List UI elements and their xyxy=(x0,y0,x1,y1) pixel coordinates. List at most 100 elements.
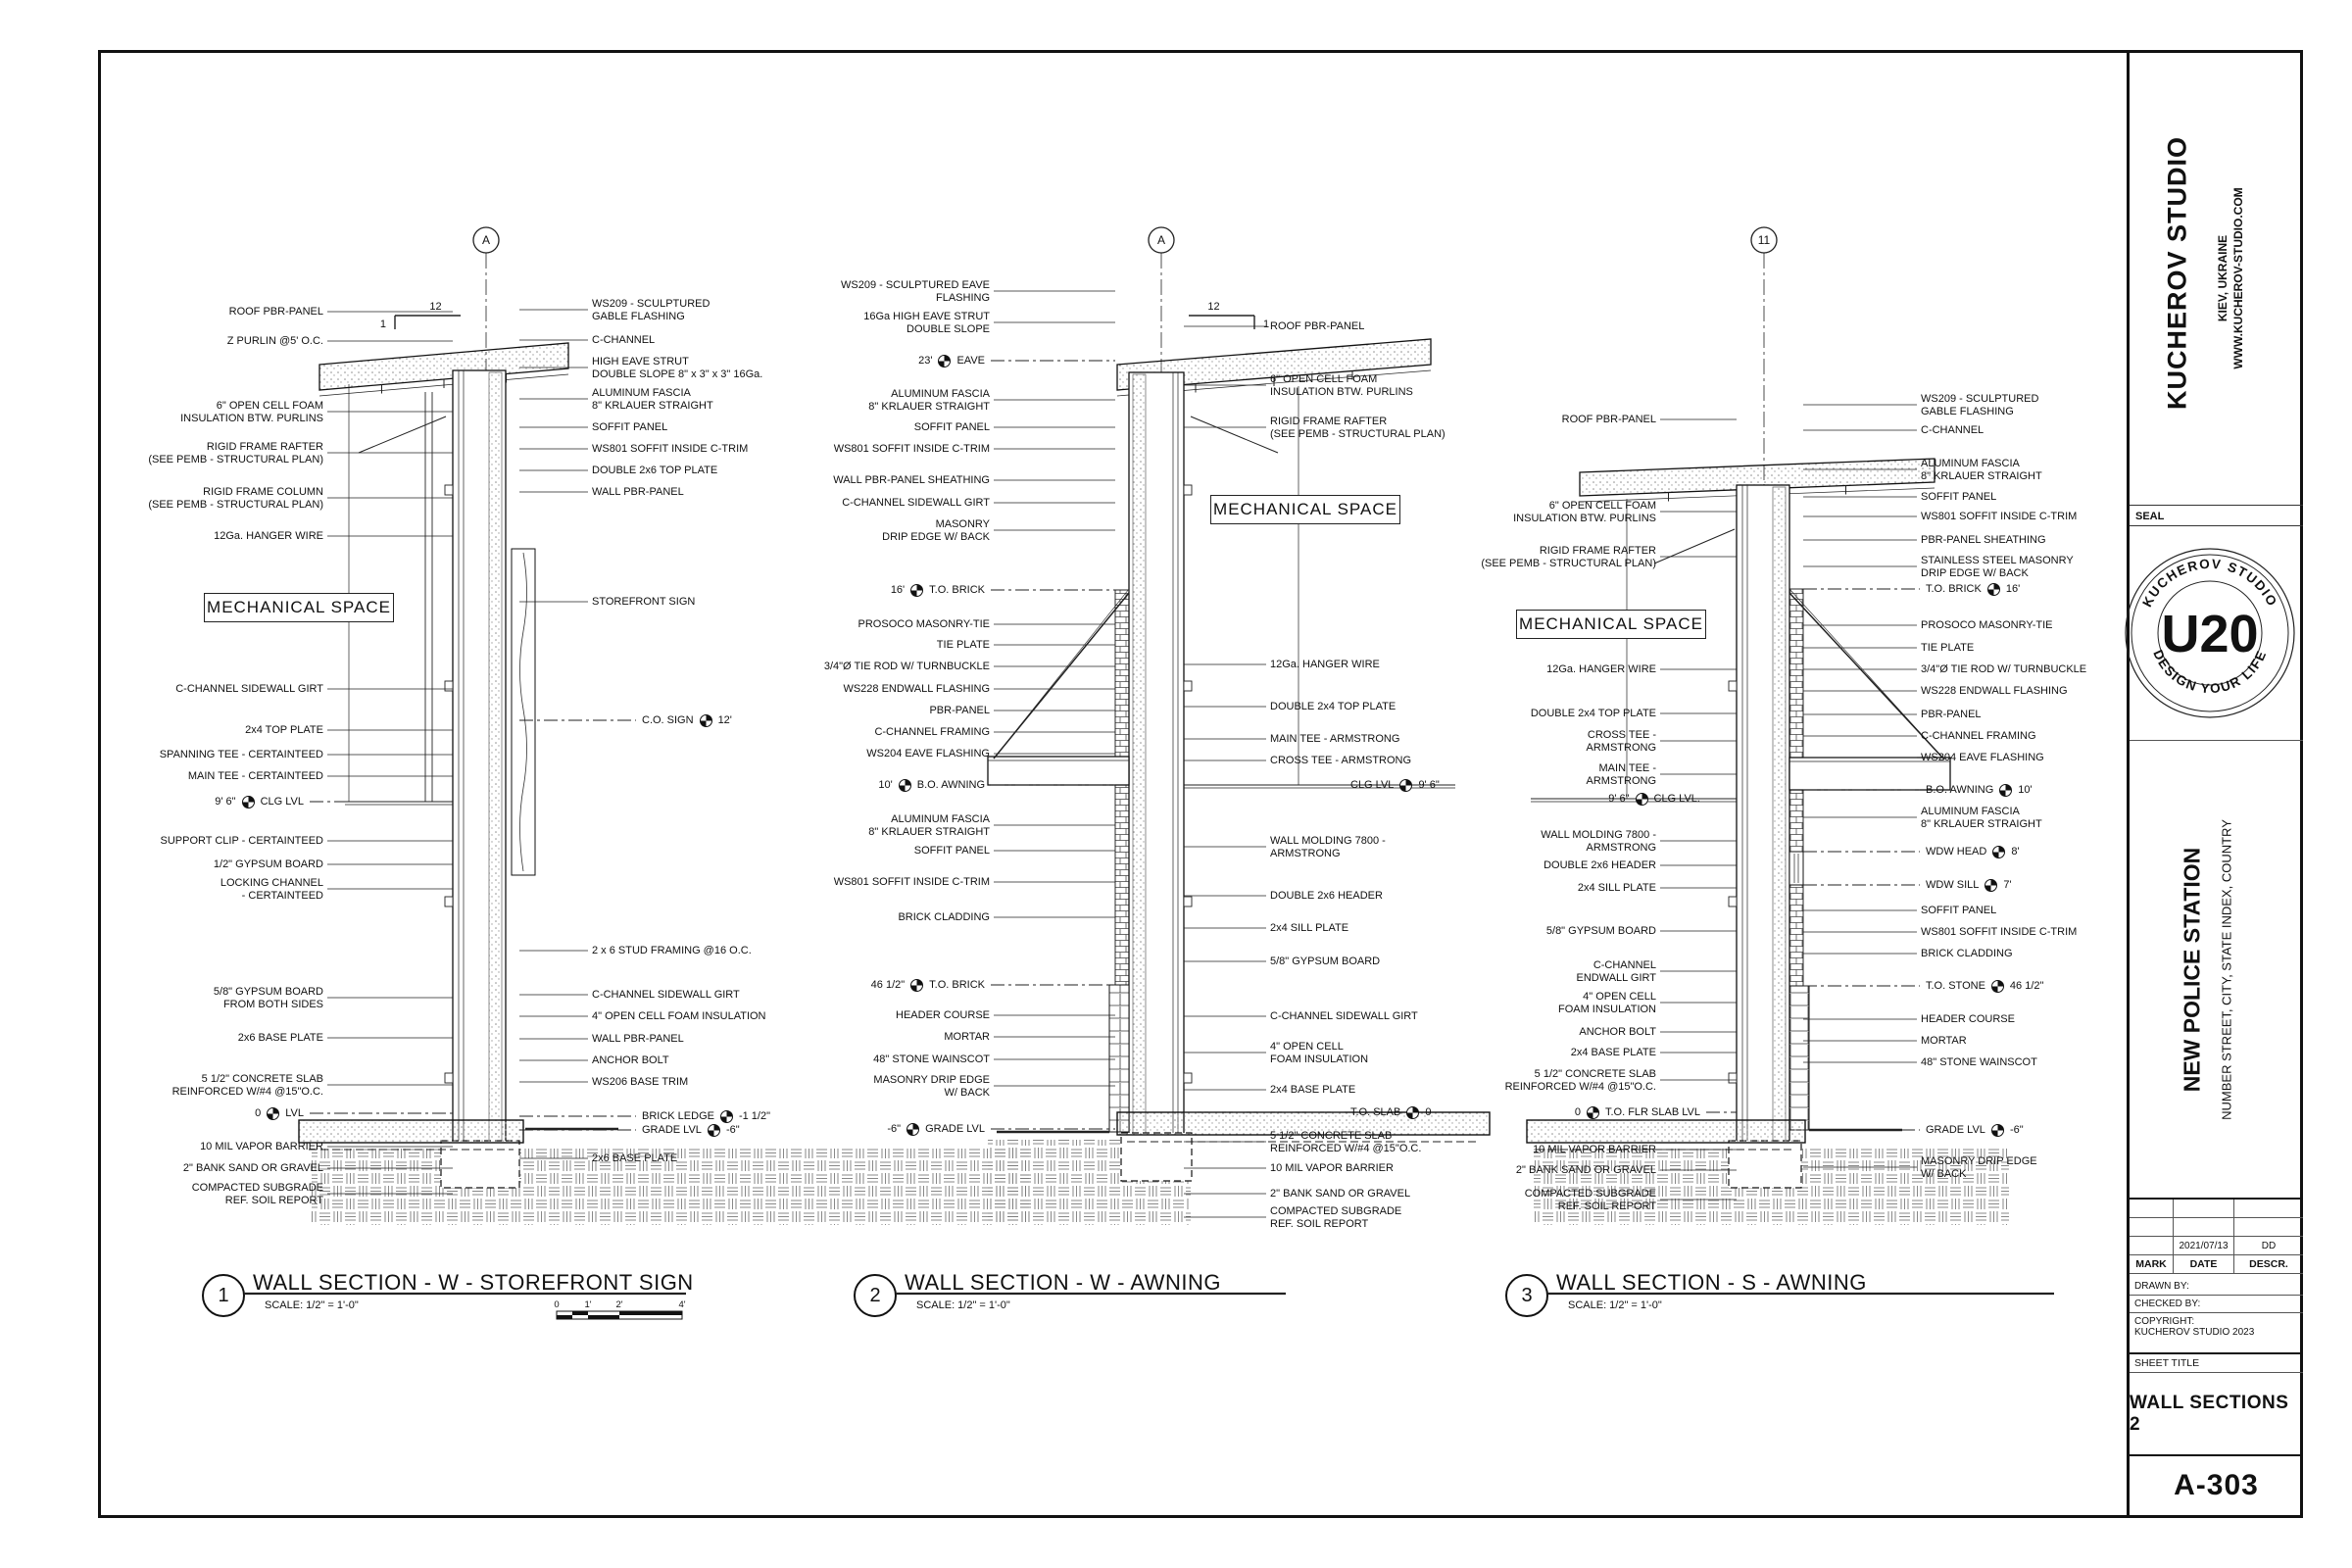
callout-line: DOUBLE 2x4 TOP PLATE xyxy=(1530,708,1656,719)
callout-line: FOAM INSULATION xyxy=(1270,1053,1369,1065)
callout-line: 6" OPEN CELL FOAM xyxy=(216,400,323,412)
level-value: 9' 6" xyxy=(215,796,236,808)
callout-label: 2x4 BASE PLATE xyxy=(1270,1084,1564,1097)
sheet-number: A-303 xyxy=(2174,1469,2259,1501)
callout-label: 10 MIL VAPOR BARRIER xyxy=(29,1141,323,1153)
callout-line: 2x4 TOP PLATE xyxy=(245,724,323,736)
callout-label: WS228 ENDWALL FLASHING xyxy=(1921,685,2215,698)
svg-text:2': 2' xyxy=(615,1299,622,1310)
callout-label: TIE PLATE xyxy=(696,639,990,652)
callout-line: 10 MIL VAPOR BARRIER xyxy=(1533,1144,1656,1155)
callout-label: 2x6 BASE PLATE xyxy=(592,1152,886,1165)
callout-line: C-CHANNEL xyxy=(592,334,656,346)
callout-label: C-CHANNEL SIDEWALL GIRT xyxy=(696,497,990,510)
callout-line: GABLE FLASHING xyxy=(1921,405,2014,417)
sheet-title-label: SHEET TITLE xyxy=(2130,1354,2303,1373)
callout-line: 8" KRLAUER STRAIGHT xyxy=(1921,469,2042,482)
callout-line: C-CHANNEL SIDEWALL GIRT xyxy=(592,989,740,1001)
callout-label: RIGID FRAME COLUMN(SEE PEMB - STRUCTURAL… xyxy=(29,486,323,511)
svg-text:1': 1' xyxy=(584,1299,591,1310)
callout-line: 2" BANK SAND OR GRAVEL xyxy=(1270,1188,1411,1200)
section-number: 2 xyxy=(869,1285,881,1306)
rev-cell xyxy=(2174,1200,2234,1218)
rev-date: 2021/07/13 xyxy=(2174,1237,2234,1255)
rev-header-date: DATE xyxy=(2174,1255,2234,1274)
callout-label: 2x4 TOP PLATE xyxy=(29,724,323,737)
callout-label: PBR-PANEL xyxy=(1921,709,2215,721)
level-name: T.O. SLAB xyxy=(1350,1106,1401,1118)
callout-label: MORTAR xyxy=(696,1031,990,1044)
callout-label: ROOF PBR-PANEL xyxy=(1362,414,1656,426)
callout-line: WS228 ENDWALL FLASHING xyxy=(1921,685,2068,697)
callout-line: PBR-PANEL xyxy=(1921,709,1982,720)
callout-line: INSULATION BTW. PURLINS xyxy=(180,412,323,424)
copyright-owner: KUCHEROV STUDIO 2023 xyxy=(2134,1327,2255,1338)
callout-line: C-CHANNEL SIDEWALL GIRT xyxy=(842,497,990,509)
rev-header-descr: DESCR. xyxy=(2234,1255,2303,1274)
callout-label: ROOF PBR-PANEL xyxy=(1270,320,1564,333)
callout-line: MASONRY DRIP EDGE xyxy=(873,1074,990,1086)
callout-line: WS204 EAVE FLASHING xyxy=(1921,752,2044,763)
callout-label: HEADER COURSE xyxy=(696,1009,990,1022)
rev-descr: DD xyxy=(2234,1237,2303,1255)
level-value: -1 1/2" xyxy=(738,1110,771,1122)
callout-line: STOREFRONT SIGN xyxy=(592,596,696,608)
level-name: CLG LVL. xyxy=(1653,793,1701,805)
callout-line: RIGID FRAME COLUMN xyxy=(203,486,323,498)
callout-line: ANCHOR BOLT xyxy=(592,1054,669,1066)
level-marker-icon xyxy=(938,354,952,368)
callout-line: DRIP EDGE W/ BACK xyxy=(1921,566,2029,579)
callout-line: 8" KRLAUER STRAIGHT xyxy=(868,400,990,413)
level-value: 16' xyxy=(890,584,906,596)
callout-line: 4" OPEN CELL FOAM INSULATION xyxy=(592,1010,766,1022)
callout-line: PBR-PANEL SHEATHING xyxy=(1921,534,2046,546)
callout-line: ALUMINUM FASCIA xyxy=(891,813,990,825)
callout-line: Z PURLIN @5' O.C. xyxy=(226,335,323,347)
callout-label: SOFFIT PANEL xyxy=(696,845,990,858)
rev-cell xyxy=(2234,1200,2303,1218)
callout-line: C-CHANNEL FRAMING xyxy=(874,726,990,738)
callout-label: MAIN TEE -ARMSTRONG xyxy=(1362,762,1657,787)
rev-header-mark: MARK xyxy=(2130,1255,2174,1274)
callout-line: ARMSTRONG xyxy=(1270,847,1341,859)
callout-label: MAIN TEE - ARMSTRONG xyxy=(1270,733,1564,746)
level-name: T.O. BRICK xyxy=(1926,583,1982,595)
callout-label: CROSS TEE - ARMSTRONG xyxy=(1270,755,1564,767)
level-marker-icon xyxy=(1992,845,2006,858)
callout-line: MAIN TEE - xyxy=(1598,762,1656,774)
callout-label: SOFFIT PANEL xyxy=(1921,905,2215,917)
callout-line: STAINLESS STEEL MASONRY xyxy=(1921,555,2074,566)
callout-line: MAIN TEE - ARMSTRONG xyxy=(1270,733,1400,745)
callout-line: GABLE FLASHING xyxy=(592,310,685,322)
callout-line: ALUMINUM FASCIA xyxy=(1921,458,2020,469)
callout-line: REINFORCED W/#4 @15"O.C. xyxy=(172,1085,323,1098)
callout-label: DOUBLE 2x6 TOP PLATE xyxy=(592,465,886,477)
callout-label: 12Ga. HANGER WIRE xyxy=(1362,663,1656,676)
callout-line: BRICK CLADDING xyxy=(1921,948,2013,959)
level-label: 10'B.O. AWNING xyxy=(828,778,985,792)
callout-label: 2x4 BASE PLATE xyxy=(1362,1047,1656,1059)
callout-line: SOFFIT PANEL xyxy=(592,421,668,433)
callout-label: BRICK CLADDING xyxy=(1921,948,2215,960)
callout-line: ARMSTRONG xyxy=(1586,841,1657,854)
svg-text:4': 4' xyxy=(678,1299,685,1310)
title-block-divider xyxy=(2127,50,2130,1518)
level-name: CLG LVL xyxy=(1350,779,1395,791)
callout-line: INSULATION BTW. PURLINS xyxy=(1513,512,1656,524)
callout-label: C-CHANNEL FRAMING xyxy=(696,726,990,739)
callout-line: BRICK CLADDING xyxy=(898,911,990,923)
callout-line: WS801 SOFFIT INSIDE C-TRIM xyxy=(592,443,749,455)
callout-line: C-CHANNEL SIDEWALL GIRT xyxy=(1270,1010,1418,1022)
level-value: 16' xyxy=(2005,583,2021,595)
callout-line: WS206 BASE TRIM xyxy=(592,1076,689,1088)
callout-line: 12Ga. HANGER WIRE xyxy=(214,530,323,542)
